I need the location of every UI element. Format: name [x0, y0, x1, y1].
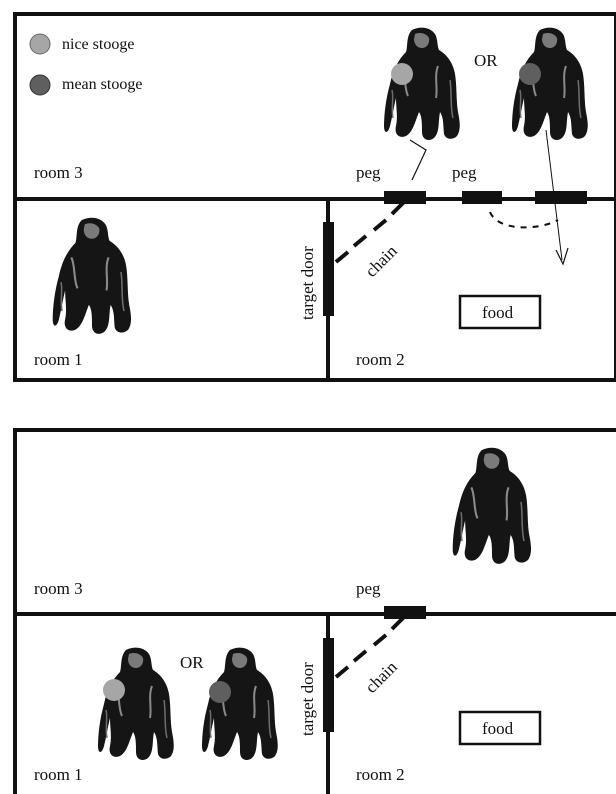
food-label: food — [482, 303, 514, 322]
peg — [384, 606, 426, 619]
room3-label: room 3 — [34, 579, 83, 598]
panel-bottom: peg chain target door OR food room 3 roo… — [13, 428, 616, 794]
target-door-label: target door — [298, 246, 317, 320]
food-box — [458, 710, 542, 746]
stooge-chimpanzee-icon — [383, 26, 461, 141]
nice-stooge-label: nice stooge — [62, 36, 134, 53]
peg-left — [384, 191, 426, 204]
mean-stooge-marker — [519, 63, 541, 85]
panel-bottom-border — [13, 428, 616, 794]
room2-label: room 2 — [356, 765, 405, 784]
panel-top: nice stooge mean stooge OR peg peg chain… — [13, 12, 616, 382]
peg-far — [535, 191, 587, 204]
food-label: food — [482, 719, 514, 738]
target-door — [323, 222, 334, 316]
pull-arrow-left — [409, 139, 427, 181]
mean-stooge-label: mean stooge — [62, 76, 142, 93]
mean-stooge-legend-icon — [29, 74, 51, 96]
peg-left-label: peg — [356, 163, 381, 182]
target-door — [323, 638, 334, 732]
target-door-label: target door — [298, 662, 317, 736]
peg-label: peg — [356, 579, 381, 598]
stooge-chimpanzee-icon — [97, 646, 175, 761]
arrow-head-right — [555, 247, 569, 266]
chain-label: chain — [361, 241, 401, 281]
chain-icon — [334, 200, 406, 264]
peg-right-label: peg — [452, 163, 477, 182]
peg-right — [462, 191, 502, 204]
room2-label: room 2 — [356, 350, 405, 369]
nice-stooge-marker — [103, 679, 125, 701]
nice-stooge-marker — [391, 63, 413, 85]
loose-chain-icon — [489, 211, 559, 229]
stooge-chimpanzee-icon — [451, 446, 533, 565]
or-label: OR — [474, 51, 498, 70]
stooge-chimpanzee-icon — [511, 26, 589, 141]
stooge-chimpanzee-icon — [201, 646, 279, 761]
chain-icon — [334, 615, 406, 679]
room1-label: room 1 — [34, 350, 83, 369]
room3-label: room 3 — [34, 163, 83, 182]
food-box — [458, 294, 542, 330]
mean-stooge-marker — [209, 681, 231, 703]
or-label: OR — [180, 653, 204, 672]
subject-chimpanzee-icon — [51, 216, 133, 335]
room1-label: room 1 — [34, 765, 83, 784]
chain-label: chain — [361, 657, 401, 697]
nice-stooge-legend-icon — [29, 33, 51, 55]
